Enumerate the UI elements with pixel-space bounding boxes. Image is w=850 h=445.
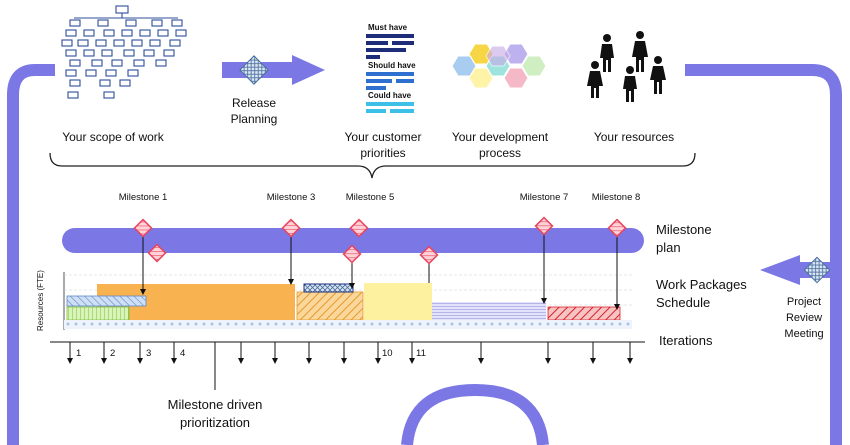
milestone-titles: Milestone 1 Milestone 3 Milestone 5 Mile… <box>119 192 641 203</box>
resources-label: Your resources <box>594 130 674 144</box>
priorities-document-icon: Must have Should have Could have <box>366 23 416 113</box>
milestone-1-title: Milestone 1 <box>119 192 168 203</box>
milestone-5-title: Milestone 5 <box>346 192 395 203</box>
prioritization-label-line1: Milestone driven <box>168 397 263 412</box>
process-hexagons-icon <box>451 43 547 89</box>
iteration-10-label: 10 <box>382 348 393 359</box>
milestone-3-diamond <box>281 218 301 238</box>
input-labels: Your scope of work Release Planning Your… <box>62 96 674 160</box>
package-green <box>66 306 130 321</box>
iteration-1-label: 1 <box>76 348 81 359</box>
project-review-label: Project Review Meeting <box>784 296 823 340</box>
prioritization-label-line2: prioritization <box>180 415 250 430</box>
package-red-hatched <box>547 306 621 321</box>
release-label-line2: Planning <box>231 112 278 126</box>
could-have-label: Could have <box>368 91 412 100</box>
milestone-7-diamond <box>534 216 554 236</box>
project-review-arrow <box>760 255 836 285</box>
milestone-1-diamond <box>133 218 153 238</box>
scope-of-work-label: Your scope of work <box>62 130 165 144</box>
package-blue-hatched <box>66 295 147 307</box>
package-navy-net <box>303 283 354 293</box>
iteration-4-label: 4 <box>180 348 185 359</box>
iteration-2-label: 2 <box>110 348 115 359</box>
milestone-3-title: Milestone 3 <box>267 192 316 203</box>
package-lilac-lined <box>432 302 546 320</box>
priorities-label-line1: Your customer <box>345 130 422 144</box>
release-label-line1: Release <box>232 96 276 110</box>
review-label-line3: Meeting <box>784 328 823 340</box>
resources-axis-label: Resources (FTE) <box>36 270 45 331</box>
work-packages-chart: Resources (FTE) <box>36 270 632 331</box>
inputs-brace <box>49 152 696 179</box>
must-have-label: Must have <box>368 23 408 32</box>
right-labels: Milestone plan Work Packages Schedule It… <box>656 222 747 348</box>
scope-tree-icon <box>61 5 187 99</box>
process-label-line1: Your development <box>452 130 549 144</box>
milestone-8-title: Milestone 8 <box>592 192 641 203</box>
prioritization-label: Milestone driven prioritization <box>168 397 263 430</box>
milestone-4-diamond <box>342 244 362 264</box>
package-orange-hatched <box>296 291 364 321</box>
work-packages-label-line1: Work Packages <box>656 277 747 292</box>
review-label-line2: Review <box>786 312 822 324</box>
milestone-plan-label-line2: plan <box>656 240 681 255</box>
milestone-plan-label-line1: Milestone <box>656 222 712 237</box>
iterations-axis: 1 2 3 4 10 11 <box>50 341 645 390</box>
milestone-8-diamond <box>607 218 627 238</box>
iterations-label: Iterations <box>659 333 713 348</box>
review-label-line1: Project <box>787 296 821 308</box>
resources-people-icon <box>587 31 666 102</box>
work-packages-label-line2: Schedule <box>656 295 710 310</box>
milestone-7-title: Milestone 7 <box>520 192 569 203</box>
milestone-5-diamond <box>349 218 369 238</box>
milestone-markers <box>133 216 627 310</box>
milestone-2-diamond <box>147 243 167 263</box>
milestone-plan-bar <box>62 228 644 253</box>
package-yellow <box>364 283 432 320</box>
milestone-6-diamond <box>419 245 439 265</box>
priorities-label-line2: priorities <box>360 146 405 160</box>
iterations-band <box>64 320 632 329</box>
release-planning-arrow <box>222 55 325 85</box>
iteration-3-label: 3 <box>146 348 151 359</box>
should-have-label: Should have <box>368 61 416 70</box>
process-label-line2: process <box>479 146 521 160</box>
iteration-11-label: 11 <box>416 348 426 359</box>
feedback-loop <box>7 64 842 445</box>
